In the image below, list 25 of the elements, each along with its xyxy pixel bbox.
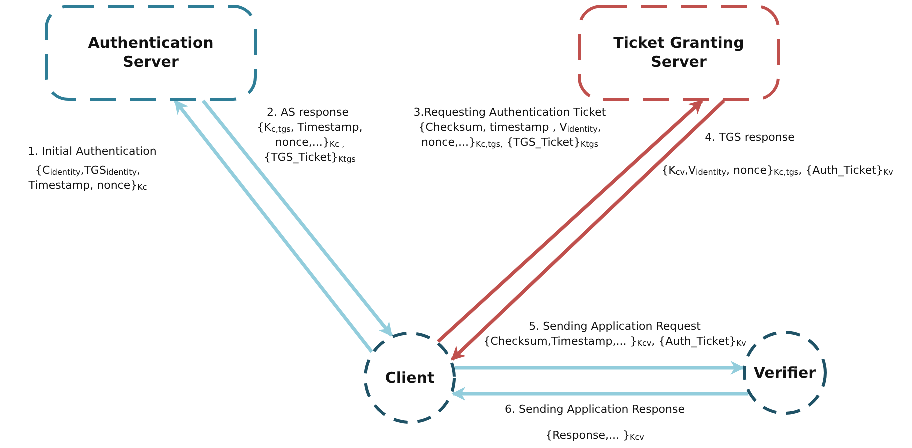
message-formula: {C$_{identity}$,TGS$_{identity}$, Timestamp, nonce}$_{Kc}$ xyxy=(28,164,148,194)
message-formula: {K$_{cv}$,V$_{identity}$, nonce}$_{Kc,tgs}$, {Auth_Ticket}$_{Kv}$ xyxy=(660,164,894,179)
edge-label: 1. Initial Authentication xyxy=(27,145,158,160)
edge-label: 6. Sending Application Response xyxy=(504,403,686,418)
arrow xyxy=(451,100,726,362)
node-title: Ticket Granting Server xyxy=(612,34,746,72)
node-title: Authentication Server xyxy=(87,34,215,72)
message-formula: {Checksum,Timestamp,... }$_{Kcv}$, {Auth_Ticket}$_{Kv}$ xyxy=(482,335,748,350)
arrow xyxy=(437,100,704,344)
message-formula: {K$_{c,tgs}$, Timestamp, nonce,...}$_{Kc ,}$ {TGS_Ticket}$_{Ktgs}$ xyxy=(256,121,364,166)
message-formula: {Response,... }$_{Kcv}$ xyxy=(544,429,646,444)
arrow xyxy=(452,387,749,401)
dashed-rounded-box xyxy=(578,5,780,101)
edge-label: 2. AS response xyxy=(266,106,350,121)
edge-label: 4. TGS response xyxy=(704,131,796,146)
arrow xyxy=(454,361,745,375)
dashed-rounded-box xyxy=(45,5,257,101)
node-title: Verifier xyxy=(754,364,816,382)
arrow xyxy=(202,100,394,337)
arrow xyxy=(174,100,374,354)
dashed-circle-node xyxy=(364,332,456,424)
edge-label: 3.Requesting Authentication Ticket xyxy=(412,106,608,121)
message-formula: {Checksum, timestamp , V$_{identity}$, nonce,...}$_{Kc,tgs,}$ {TGS_Ticket}$_{Ktgs}$ xyxy=(418,121,602,151)
edge-label: 5. Sending Application Request xyxy=(528,320,702,335)
node-title: Client xyxy=(385,368,435,388)
